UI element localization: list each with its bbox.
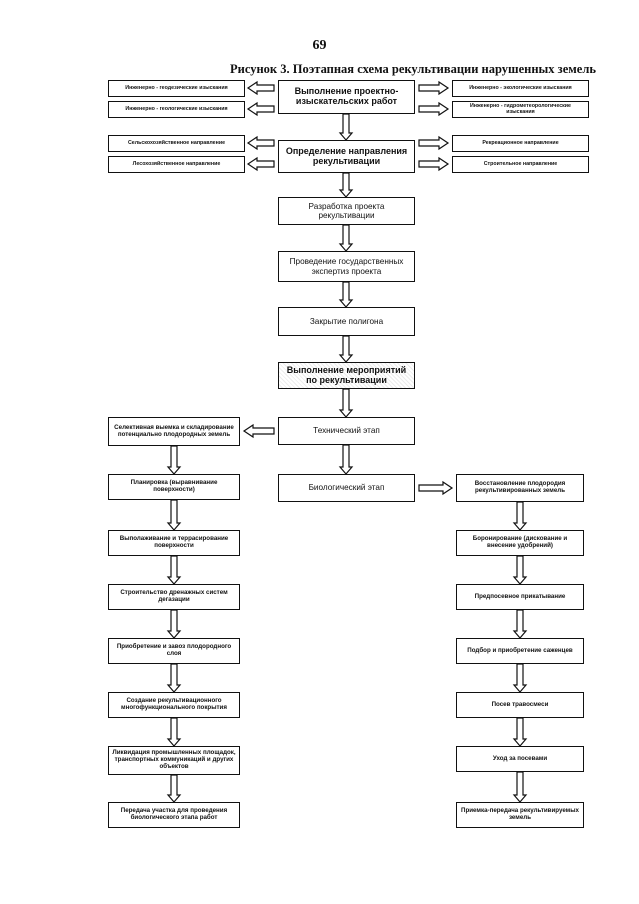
survey-ecological: Инженерно - экологические изыскания bbox=[452, 80, 589, 97]
bio-arrow-4 bbox=[512, 663, 528, 693]
page-number: 69 bbox=[312, 38, 327, 53]
survey-hydrometeorological: Инженерно - гидрометеорологические изыск… bbox=[452, 101, 589, 118]
bio-arrow-5 bbox=[512, 717, 528, 747]
tech-step-8: Передача участка для проведения биологич… bbox=[108, 802, 240, 828]
tech-arrow-2 bbox=[166, 499, 182, 531]
main-arrow-2 bbox=[338, 172, 354, 198]
survey-geodetic: Инженерно - геодезические изыскания bbox=[108, 80, 245, 97]
tech-arrow-3 bbox=[166, 555, 182, 585]
main-step-state-expertise: Проведение государственных экспертиз про… bbox=[278, 251, 415, 282]
tech-arrow-1 bbox=[166, 445, 182, 475]
arrow-recreational bbox=[418, 135, 450, 151]
biological-stage: Биологический этап bbox=[278, 474, 415, 502]
arrow-to-biological-steps bbox=[418, 480, 454, 496]
arrow-hydrometeorological bbox=[418, 101, 450, 117]
arrow-geodetic bbox=[246, 80, 275, 96]
main-step-project-development: Разработка проекта рекультивации bbox=[278, 197, 415, 225]
tech-step-1: Селективная выемка и складирование потен… bbox=[108, 417, 240, 446]
arrow-forestry bbox=[246, 156, 275, 172]
arrow-construction bbox=[418, 156, 450, 172]
survey-geological: Инженерно - геологические изыскания bbox=[108, 101, 245, 118]
tech-arrow-5 bbox=[166, 663, 182, 693]
main-step-survey-works: Выполнение проектно-изыскательских работ bbox=[278, 80, 415, 114]
main-arrow-1 bbox=[338, 113, 354, 141]
main-step-reclamation-measures: Выполнение мероприятий по рекультивации bbox=[278, 362, 415, 389]
main-step-direction: Определение направления рекультивации bbox=[278, 140, 415, 173]
direction-construction: Строительное направление bbox=[452, 156, 589, 173]
main-arrow-5 bbox=[338, 335, 354, 363]
main-arrow-7 bbox=[338, 444, 354, 475]
arrow-ecological bbox=[418, 80, 450, 96]
bio-arrow-2 bbox=[512, 555, 528, 585]
bio-arrow-1 bbox=[512, 501, 528, 531]
arrow-agricultural bbox=[246, 135, 275, 151]
tech-step-5: Приобретение и завоз плодородного слоя bbox=[108, 638, 240, 664]
tech-arrow-4 bbox=[166, 609, 182, 639]
main-arrow-4 bbox=[338, 281, 354, 308]
direction-agricultural: Сельскохозяйственное направление bbox=[108, 135, 245, 152]
direction-recreational: Рекреационное направление bbox=[452, 135, 589, 152]
bio-arrow-6 bbox=[512, 771, 528, 803]
bio-arrow-3 bbox=[512, 609, 528, 639]
direction-forestry: Лесохозяйственное направление bbox=[108, 156, 245, 173]
arrow-geological bbox=[246, 101, 275, 117]
tech-arrow-7 bbox=[166, 774, 182, 803]
figure-title: Рисунок 3. Поэтапная схема рекультивации… bbox=[230, 62, 596, 76]
main-step-landfill-closure: Закрытие полигона bbox=[278, 307, 415, 336]
tech-arrow-6 bbox=[166, 717, 182, 747]
arrow-to-technical-steps bbox=[242, 423, 275, 439]
main-arrow-3 bbox=[338, 224, 354, 252]
bio-step-7: Приемка-передача рекультивируемых земель bbox=[456, 802, 584, 828]
main-arrow-6 bbox=[338, 388, 354, 418]
